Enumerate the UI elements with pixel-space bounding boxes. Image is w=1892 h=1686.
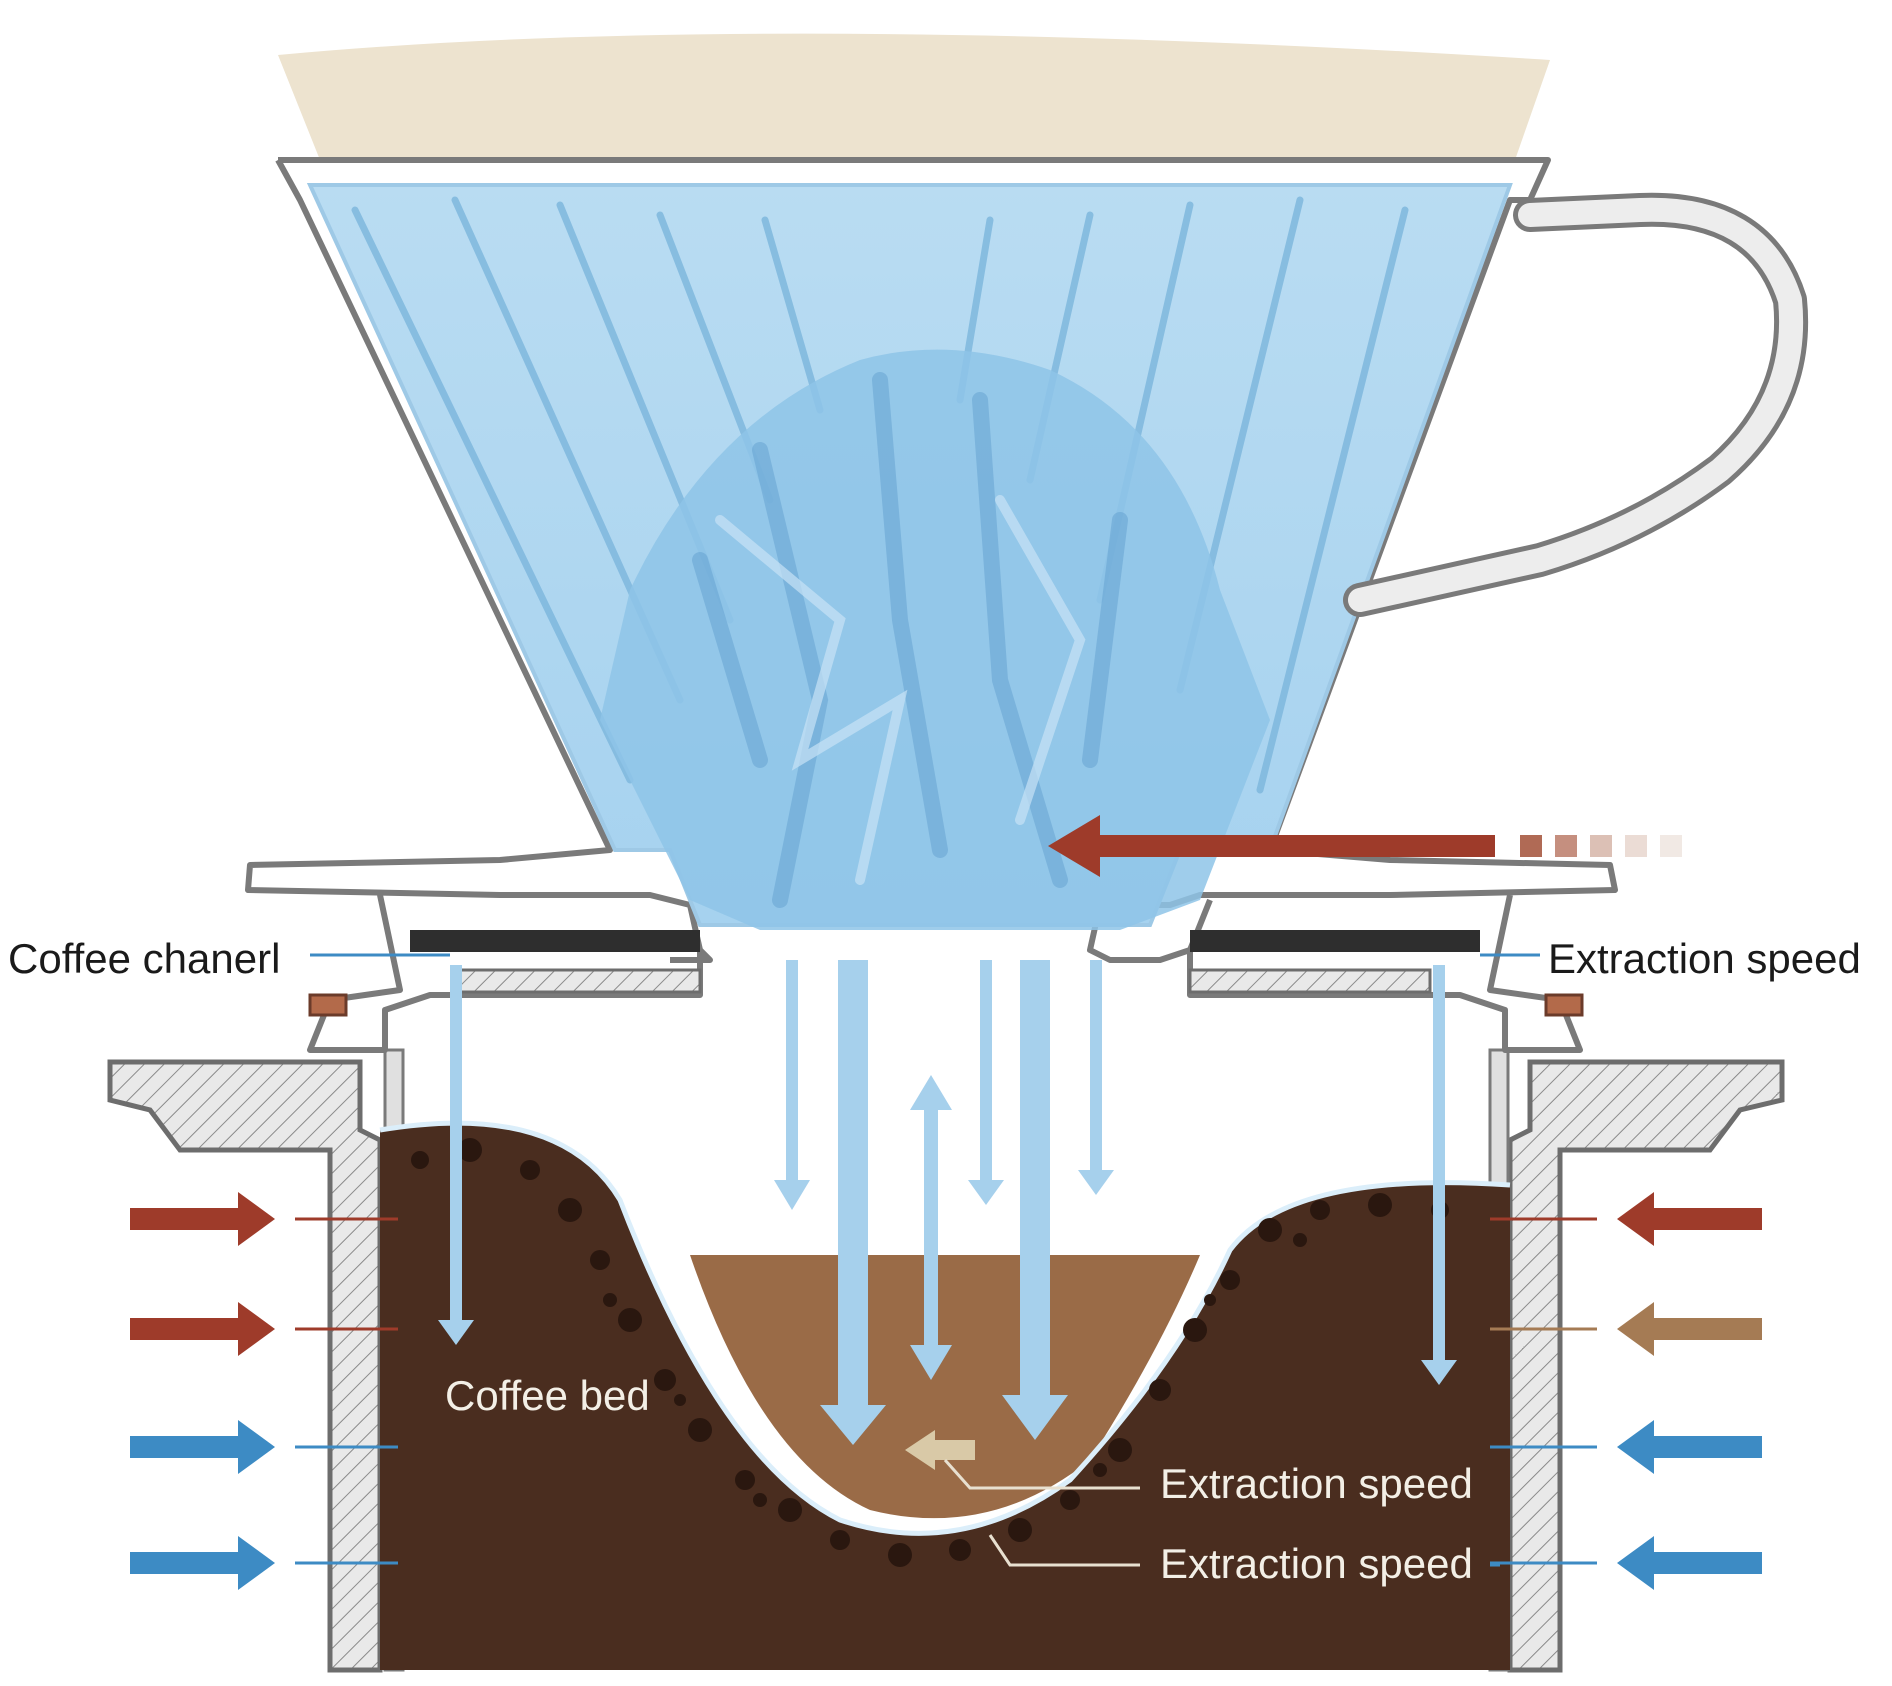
- cup-wall-left: [107, 1059, 383, 1673]
- cup-wall-right: [1507, 1059, 1785, 1673]
- label-extraction-speed-bottom: Extraction speed: [1160, 1540, 1473, 1587]
- dripper-outline: [278, 157, 1618, 963]
- label-extraction-speed-middle: Extraction speed: [1160, 1460, 1473, 1507]
- heat-input-arrow: [1048, 815, 1682, 877]
- side-arrows-right: [1490, 1192, 1762, 1590]
- label-coffee-bed: Coffee bed: [445, 1372, 650, 1419]
- water-flow-arrows: [438, 960, 1457, 1470]
- brewed-coffee: [690, 1255, 1200, 1519]
- coffee-mound: [600, 349, 1270, 930]
- label-extraction-speed-top: Extraction speed: [1548, 935, 1861, 982]
- side-arrows-left: [130, 1192, 398, 1590]
- dripper-collar: [307, 894, 703, 1053]
- filter-paper: [278, 33, 1550, 160]
- grounds-texture: [411, 1138, 1449, 1567]
- leader-lines: [310, 953, 1540, 1567]
- label-coffee-channel: Coffee chanerl: [8, 935, 280, 982]
